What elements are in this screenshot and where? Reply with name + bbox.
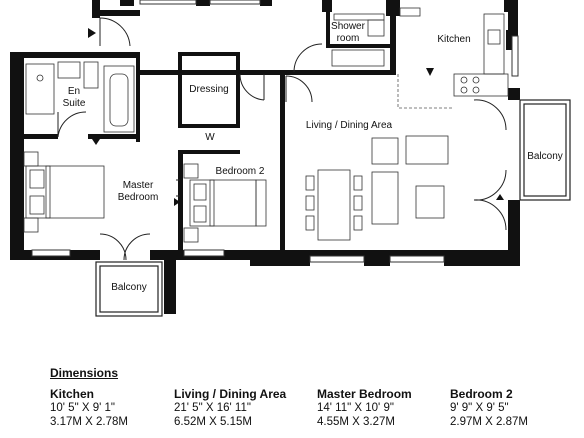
dimension-metric: 4.55M X 3.27M (317, 416, 395, 428)
room-label-dressing: Dressing (189, 84, 229, 95)
dimension-imperial: 14' 11" X 10' 9" (317, 402, 394, 414)
dimension-metric: 6.52M X 5.15M (174, 416, 252, 428)
room-label-shower-room: Shower room (326, 21, 370, 45)
dimension-imperial: 9' 9" X 9' 5" (450, 402, 509, 414)
doors (57, 17, 507, 261)
dimension-metric: 3.17M X 2.78M (50, 416, 128, 428)
dimension-name: Bedroom 2 (450, 387, 513, 401)
dimension-name: Master Bedroom (317, 387, 412, 401)
kitchen-dashed-boundary (397, 74, 454, 109)
room-label-kitchen: Kitchen (437, 34, 471, 45)
room-label-en-suite: En Suite (56, 86, 92, 110)
arrows (88, 28, 504, 206)
dimension-kitchen: Kitchen 10' 5" X 9' 1" 3.17M X 2.78M (50, 388, 190, 429)
room-label-master-line2: Bedroom (117, 192, 159, 203)
room-label-wardrobe: W (205, 132, 215, 143)
room-label-shower-line2: room (336, 33, 360, 44)
room-label-master-bedroom: Master Bedroom (114, 180, 162, 204)
dimension-metric: 2.97M X 2.87M (450, 416, 528, 428)
room-label-en-suite-line2: Suite (62, 98, 86, 109)
fixtures (23, 7, 509, 243)
room-label-en-suite-line1: En (67, 86, 81, 97)
floor-plan-drawing (10, 0, 571, 317)
dimension-imperial: 21' 5" X 16' 11" (174, 402, 251, 414)
dimensions-heading: Dimensions (50, 366, 119, 380)
room-label-balcony-bottom: Balcony (111, 282, 147, 293)
windows (31, 0, 519, 263)
room-label-shower-line1: Shower (331, 21, 365, 32)
room-label-balcony-right: Balcony (527, 151, 563, 162)
dimension-imperial: 10' 5" X 9' 1" (50, 402, 115, 414)
dimension-name: Kitchen (50, 387, 95, 401)
room-label-living-dining: Living / Dining Area (305, 120, 393, 131)
room-label-bedroom-2: Bedroom 2 (215, 166, 265, 177)
dimension-bedroom-2: Bedroom 2 9' 9" X 9' 5" 2.97M X 2.87M (450, 388, 580, 429)
dimension-master-bedroom: Master Bedroom 14' 11" X 10' 9" 4.55M X … (317, 388, 457, 429)
balconies (95, 99, 571, 317)
room-label-master-line1: Master (122, 180, 154, 191)
dimension-living-dining: Living / Dining Area 21' 5" X 16' 11" 6.… (174, 388, 314, 429)
dimension-name: Living / Dining Area (174, 387, 287, 401)
walls (10, 0, 520, 314)
